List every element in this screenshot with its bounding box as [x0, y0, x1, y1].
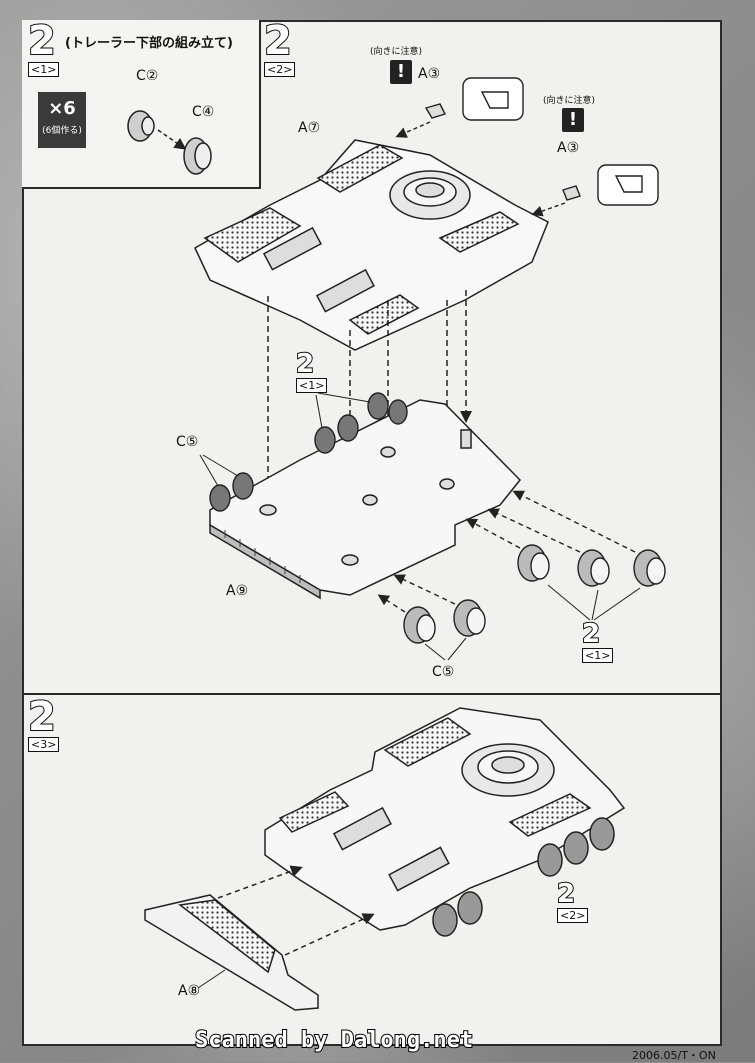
part-a3-right — [531, 164, 659, 217]
assembled-trailer — [264, 707, 626, 937]
inset-sub-tag: <1> — [28, 62, 60, 77]
loose-wheels-c5 — [199, 392, 666, 661]
scanner-credit: Scanned by Dalong.net — [194, 1027, 474, 1054]
ref-step-mid: 2 — [295, 349, 315, 379]
part-label-a7: A⑦ — [298, 120, 321, 136]
multiplier-text: ×6 — [48, 98, 76, 119]
part-label-a3-right: A③ — [557, 140, 580, 156]
orientation-note-left: (向きに注意) — [370, 47, 423, 57]
part-label-c5-bottom: C⑤ — [432, 664, 455, 680]
multiplier-note: (6個作る) — [42, 126, 82, 136]
ref-step-lower: 2 — [556, 879, 576, 909]
ref-step-right: 2 — [581, 619, 601, 649]
main-sub-tag: <2> — [264, 62, 296, 77]
multiplier-badge: ×6 (6個作る) — [38, 92, 86, 148]
main-step-number: 2 — [263, 18, 293, 64]
mounted-wheels — [209, 392, 408, 512]
part-a8-bumper — [144, 865, 375, 1011]
lower-step-number: 2 — [27, 694, 57, 740]
section-divider — [22, 693, 720, 695]
warning-icon: ! — [390, 60, 412, 84]
ref-tag-mid: <1> — [296, 378, 328, 393]
print-code: 2006.05/T・ON — [632, 1049, 716, 1062]
warning-icon: ! — [562, 108, 584, 132]
orientation-note-right: (向きに注意) — [543, 96, 596, 106]
part-label-c4: C④ — [192, 104, 215, 120]
part-label-c5-left: C⑤ — [176, 434, 199, 450]
part-label-a8: A⑧ — [178, 983, 201, 999]
chassis-a9 — [209, 399, 522, 600]
deck-a7 — [194, 139, 549, 351]
part-a3-left — [395, 77, 524, 138]
ref-tag-right: <1> — [582, 648, 614, 663]
inset-wheel-parts — [127, 110, 212, 175]
part-label-c2: C② — [136, 68, 159, 84]
ref-tag-lower: <2> — [557, 908, 589, 923]
step-title: (トレーラー下部の組み立て) — [65, 36, 233, 51]
lower-sub-tag: <3> — [28, 737, 60, 752]
part-label-a3-left: A③ — [418, 66, 441, 82]
step-number: 2 — [27, 18, 57, 64]
part-label-a9: A⑨ — [226, 583, 249, 599]
